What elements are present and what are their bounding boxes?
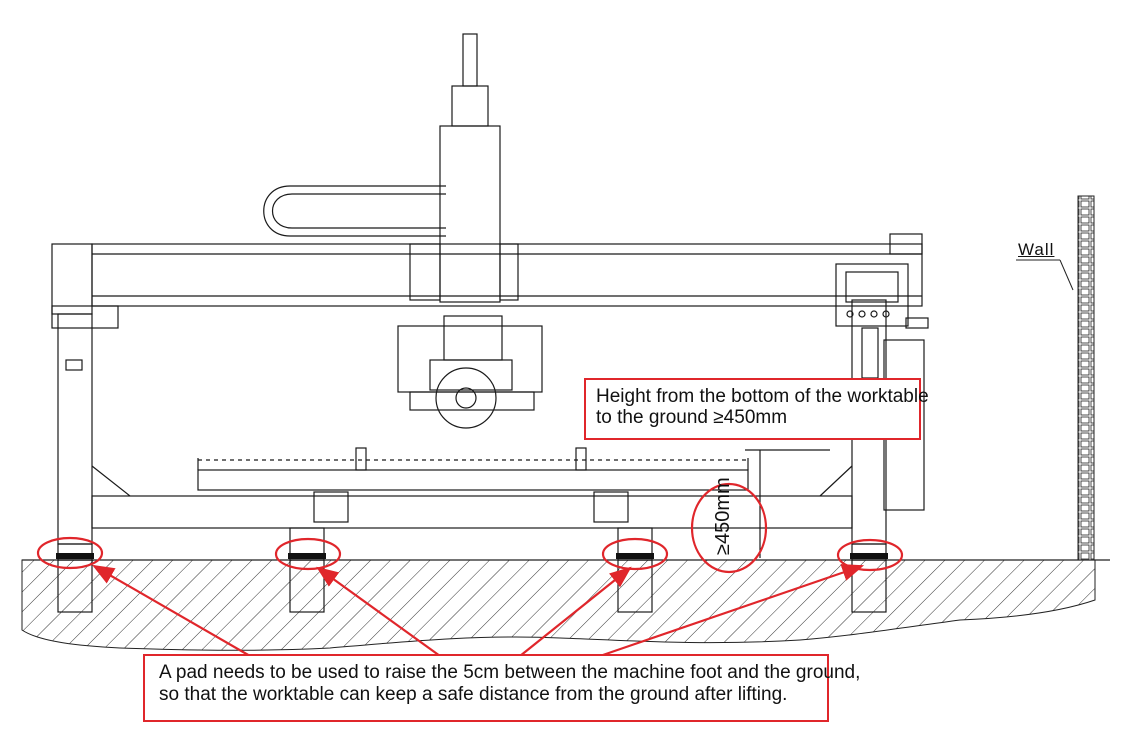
callout-arrows — [92, 564, 865, 658]
arrow-foot-1 — [92, 564, 251, 657]
height-callout-line-2: to the ground ≥450mm — [596, 407, 788, 428]
arrow-foot-2 — [316, 566, 441, 657]
pad-callout-line-1: A pad needs to be used to raise the 5cm … — [159, 662, 861, 683]
foot-ellipse-4 — [836, 538, 904, 572]
wall — [1016, 195, 1095, 561]
dimension-label: ≥450mm — [712, 477, 734, 555]
foot-ellipse-2 — [274, 537, 342, 571]
foot-ellipse-1 — [36, 536, 104, 570]
pad-callout: A pad needs to be used to raise the 5cm … — [143, 654, 861, 722]
arrow-foot-4 — [599, 564, 865, 658]
height-callout-line-1: Height from the bottom of the worktable — [596, 386, 929, 407]
machine-frame — [51, 33, 929, 613]
arrow-foot-3 — [519, 566, 632, 657]
foot-highlight-ellipses — [36, 482, 904, 574]
ground-section — [21, 559, 1110, 651]
foot-ellipse-3 — [601, 537, 669, 571]
pad-callout-line-2: so that the worktable can keep a safe di… — [159, 684, 788, 705]
foot-pads — [56, 553, 888, 559]
wall-label: Wall — [1018, 240, 1055, 259]
height-callout: Height from the bottom of the worktable … — [584, 378, 929, 440]
dimension-ellipse — [690, 482, 768, 574]
